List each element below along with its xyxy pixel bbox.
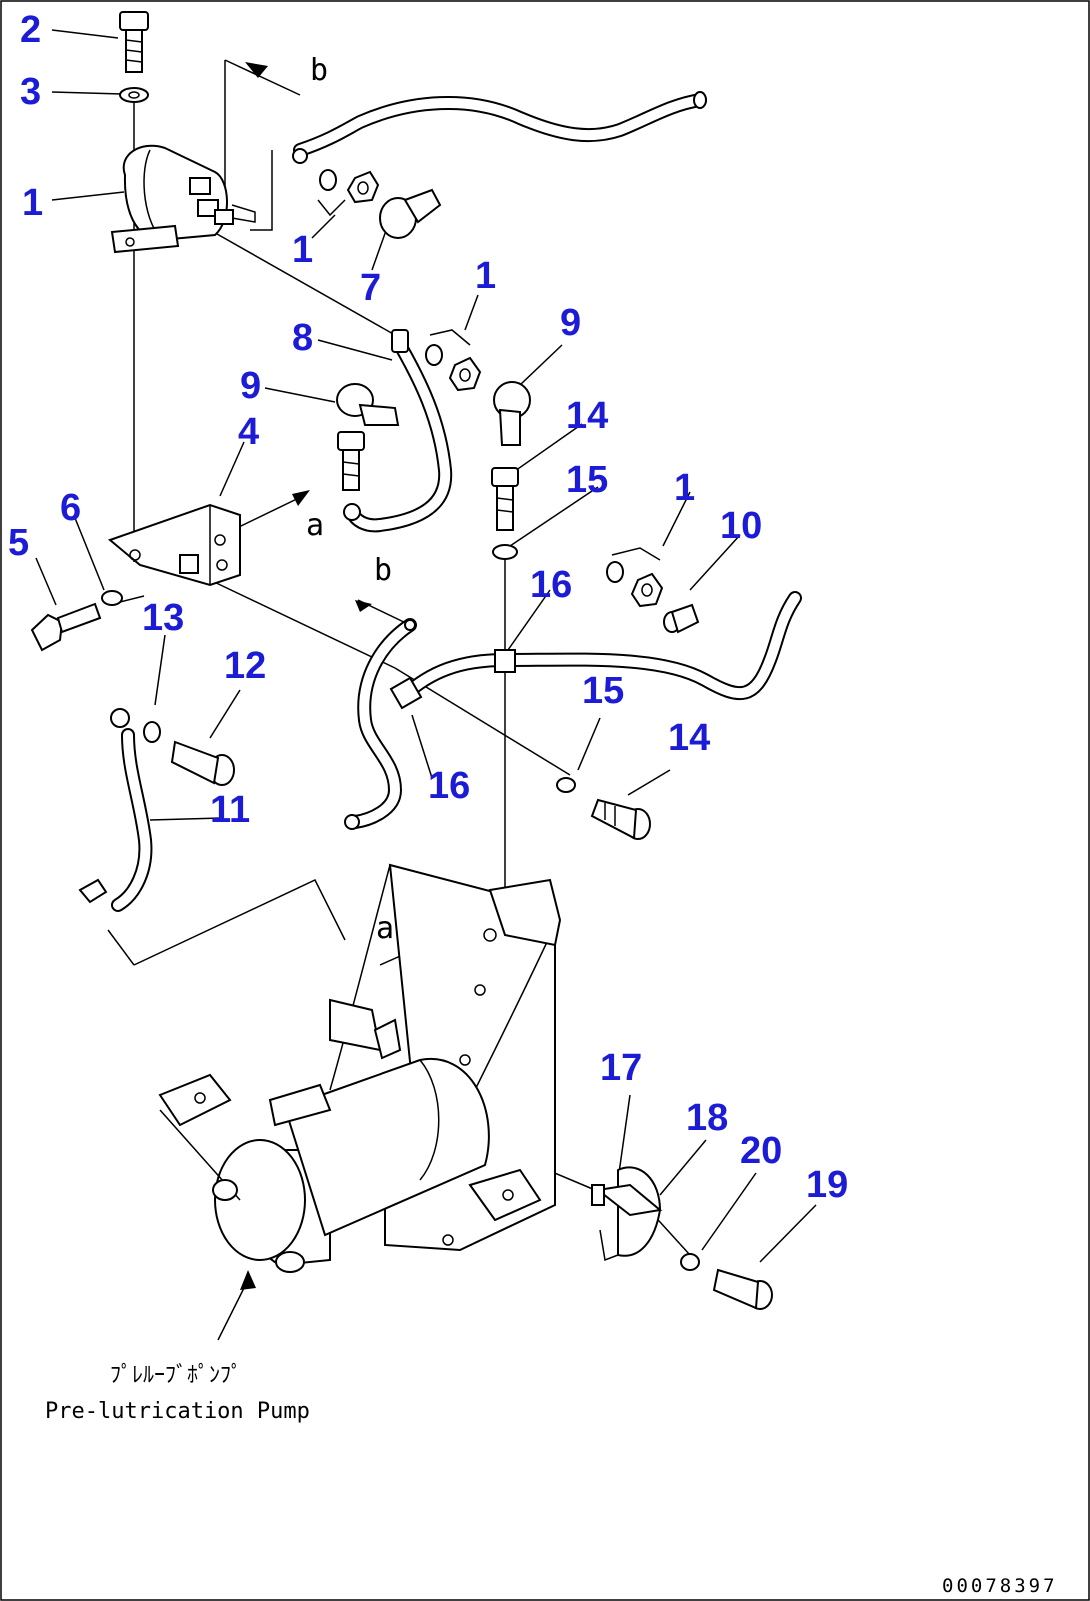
bolt-14-bottom — [590, 798, 651, 840]
washer-6 — [101, 590, 123, 606]
cable-harness — [344, 591, 802, 830]
callout-9: 9 — [560, 302, 581, 344]
pump-motor — [158, 1018, 542, 1273]
callout-1: 1 — [475, 255, 496, 297]
callout-12: 12 — [224, 645, 266, 687]
callout-16: 16 — [428, 765, 470, 807]
view-letter-b: b — [374, 553, 392, 588]
callout-17: 17 — [600, 1047, 642, 1089]
bolt-14-upper — [491, 467, 519, 531]
clamp-17-18 — [591, 1166, 663, 1262]
callout-20: 20 — [740, 1130, 782, 1172]
callout-10: 10 — [720, 505, 762, 547]
nut-washer-mid — [425, 329, 482, 392]
bolt-12 — [170, 740, 235, 786]
callout-7: 7 — [360, 267, 381, 309]
callout-4: 4 — [238, 411, 259, 453]
nut-washer-right — [606, 547, 664, 608]
caption-japanese: ﾌﾟﾚﾙｰﾌﾞﾎﾟﾝﾌﾟ — [110, 1363, 242, 1388]
view-letter-b: b — [310, 53, 328, 88]
washer-3 — [119, 87, 149, 103]
cable-top — [292, 91, 707, 164]
arrow-a-mid — [292, 490, 310, 506]
callout-16: 16 — [530, 564, 572, 606]
cable-8 — [343, 329, 453, 533]
callout-2: 2 — [20, 9, 41, 51]
cap-9-right — [493, 381, 531, 446]
washer-15-bottom — [556, 777, 576, 793]
document-number: 00078397 — [942, 1575, 1058, 1597]
view-letter-a: a — [306, 508, 324, 543]
arrow-markers — [217, 62, 432, 1341]
cable-11 — [78, 708, 153, 912]
callout-15: 15 — [566, 459, 608, 501]
callout-9: 9 — [240, 365, 261, 407]
nut-washer-top — [317, 169, 380, 217]
cap-9-left — [336, 383, 400, 426]
callout-14: 14 — [566, 395, 608, 437]
callout-13: 13 — [142, 597, 184, 639]
view-letters: b a b a — [306, 53, 394, 946]
arrow-b-top — [245, 62, 268, 78]
callout-1: 1 — [292, 229, 313, 271]
bolt-2 — [119, 11, 149, 73]
bolt-10 — [663, 603, 700, 634]
bracket-4 — [108, 503, 241, 587]
callout-1: 1 — [674, 467, 695, 509]
relay-1 — [110, 144, 256, 254]
callout-19: 19 — [806, 1164, 848, 1206]
callout-18: 18 — [686, 1097, 728, 1139]
callout-3: 3 — [20, 71, 41, 113]
washer-15-top — [492, 544, 518, 560]
callout-6: 6 — [60, 487, 81, 529]
arrow-b-mid — [355, 600, 372, 612]
callout-8: 8 — [292, 317, 313, 359]
caption-english: Pre-lutrication Pump — [45, 1399, 310, 1424]
washer-20 — [680, 1253, 700, 1271]
callout-15: 15 — [582, 670, 624, 712]
callout-5: 5 — [8, 522, 29, 564]
bolt-14-top — [337, 431, 365, 491]
view-letter-a: a — [376, 911, 394, 946]
callout-11: 11 — [210, 789, 250, 831]
washer-13 — [143, 721, 161, 743]
bolt-19 — [712, 1268, 773, 1310]
cap-7 — [379, 188, 442, 239]
bolt-5 — [30, 602, 102, 652]
callout-1: 1 — [22, 182, 43, 224]
callout-14: 14 — [668, 717, 710, 759]
callout-labels: 2 3 1 1 7 1 9 8 9 14 4 15 1 10 6 5 16 13… — [8, 9, 848, 1206]
